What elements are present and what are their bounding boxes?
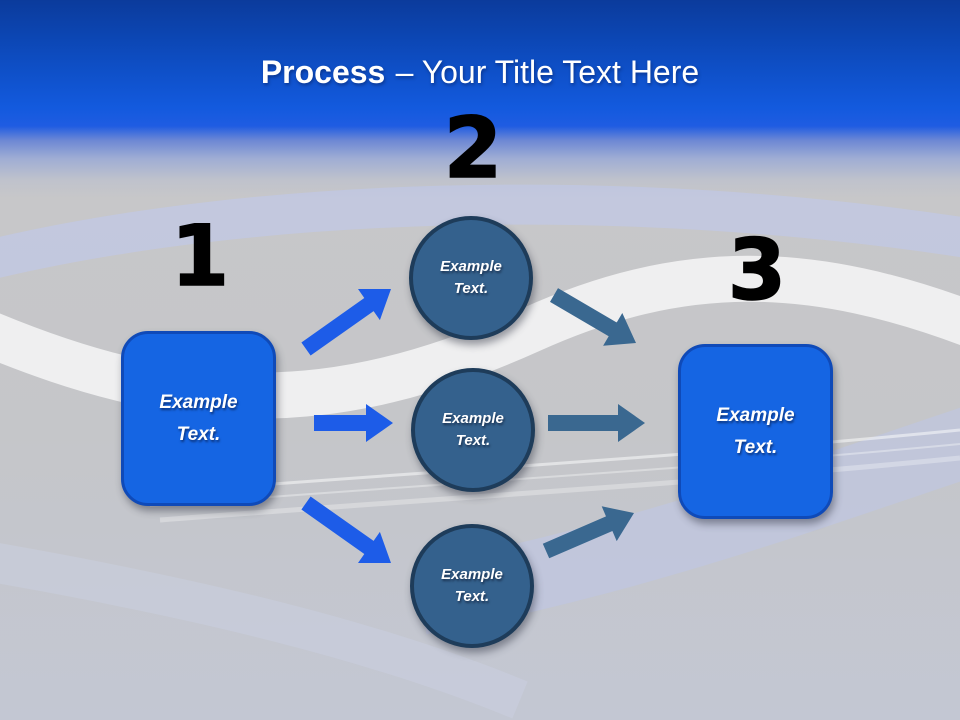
step2-circle-bottom-label: Example Text. (441, 565, 503, 606)
step2-circle-middle-label: Example Text. (442, 409, 504, 450)
step1-box-label: Example Text. (159, 392, 238, 445)
step3-box: Example Text. (678, 344, 833, 519)
step-number-1: 1 (170, 207, 230, 305)
slide-title-rest: – Your Title Text Here (395, 54, 700, 90)
wave-band-upper (0, 184, 960, 278)
wave-streak-2 (149, 443, 960, 507)
step1-box: Example Text. (121, 331, 276, 506)
step3-box-label: Example Text. (716, 405, 795, 458)
wave-band-lower-left (0, 543, 528, 719)
step2-circle-bottom: Example Text. (410, 524, 534, 648)
arrow-5-steel (548, 404, 645, 442)
arrow-4-steel (550, 288, 636, 346)
step-number-3: 3 (727, 221, 787, 319)
step2-circle-top-label: Example Text. (440, 257, 502, 298)
step2-circle-middle: Example Text. (411, 368, 535, 492)
step-number-2: 2 (443, 99, 503, 197)
slide-title-keyword: Process (260, 54, 386, 90)
arrow-3-blue (301, 496, 391, 563)
slide-title: Process– Your Title Text Here (0, 54, 960, 91)
step2-circle-top: Example Text. (409, 216, 533, 340)
arrow-1-blue (301, 289, 391, 356)
arrow-6-steel (542, 506, 634, 559)
arrow-2-blue (314, 404, 393, 442)
wave-streak-3 (159, 455, 960, 523)
